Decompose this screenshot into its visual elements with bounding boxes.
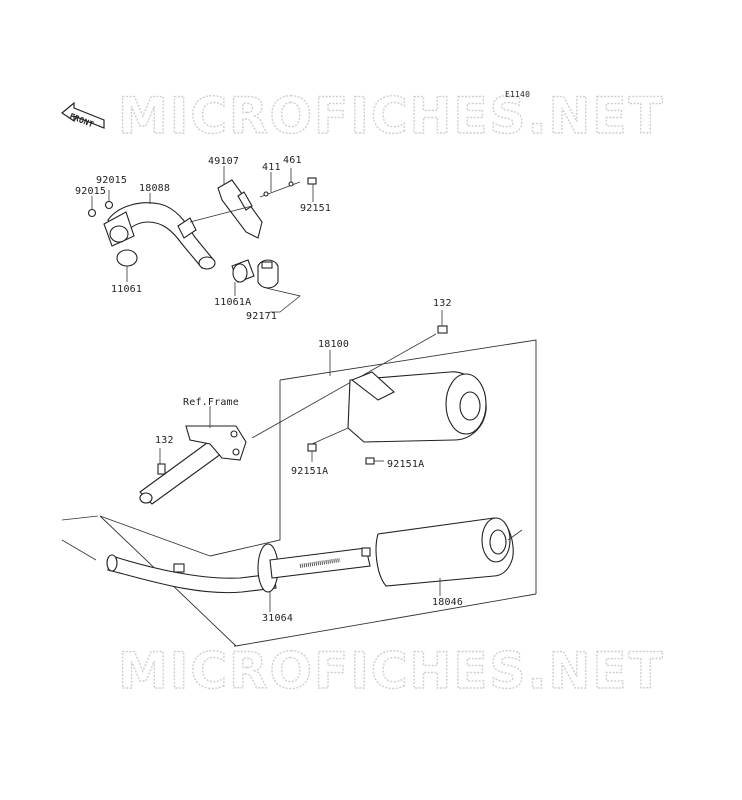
bolt-92151 bbox=[307, 177, 317, 185]
label-92015-b: 92015 bbox=[96, 175, 127, 186]
label-461: 461 bbox=[283, 155, 302, 166]
frame-bracket bbox=[139, 425, 247, 505]
muffler-body bbox=[347, 371, 487, 443]
label-92151A-left: 92151A bbox=[291, 466, 328, 477]
label-132-left: 132 bbox=[155, 435, 174, 446]
label-92151: 92151 bbox=[300, 203, 331, 214]
label-11061: 11061 bbox=[111, 284, 142, 295]
bolt-92151A-left bbox=[307, 443, 317, 452]
label-18100: 18100 bbox=[318, 339, 349, 350]
nut-92015-a bbox=[87, 208, 97, 218]
label-92171: 92171 bbox=[246, 311, 277, 322]
gasket-11061 bbox=[116, 249, 138, 267]
label-411: 411 bbox=[262, 162, 281, 173]
clamp-92171 bbox=[257, 259, 279, 289]
silencer-shell-18046 bbox=[375, 517, 514, 587]
bolt-132-left bbox=[157, 463, 166, 475]
label-18088: 18088 bbox=[139, 183, 170, 194]
link-pipe bbox=[106, 554, 277, 594]
label-132-top: 132 bbox=[433, 298, 452, 309]
bolt-92151A-right bbox=[365, 457, 375, 465]
header-pipe-18088 bbox=[103, 202, 216, 270]
nut-92015-b bbox=[104, 200, 114, 210]
label-92151A-right: 92151A bbox=[387, 459, 424, 470]
bolt-132-top bbox=[437, 310, 448, 334]
front-arrow-icon: FRONT bbox=[60, 101, 105, 129]
label-49107: 49107 bbox=[208, 156, 239, 167]
label-11061A: 11061A bbox=[214, 297, 251, 308]
silencer-core-31064 bbox=[257, 543, 371, 593]
diagram-code: E1140 bbox=[505, 90, 530, 99]
label-92015-a: 92015 bbox=[75, 186, 106, 197]
sleeve-11061A bbox=[231, 259, 255, 283]
label-18046: 18046 bbox=[432, 597, 463, 608]
watermark-top: MICROFICHES.NET bbox=[118, 87, 665, 145]
watermark-bottom: MICROFICHES.NET bbox=[118, 642, 665, 700]
label-ref-frame: Ref.Frame bbox=[183, 397, 239, 408]
label-31064: 31064 bbox=[262, 613, 293, 624]
